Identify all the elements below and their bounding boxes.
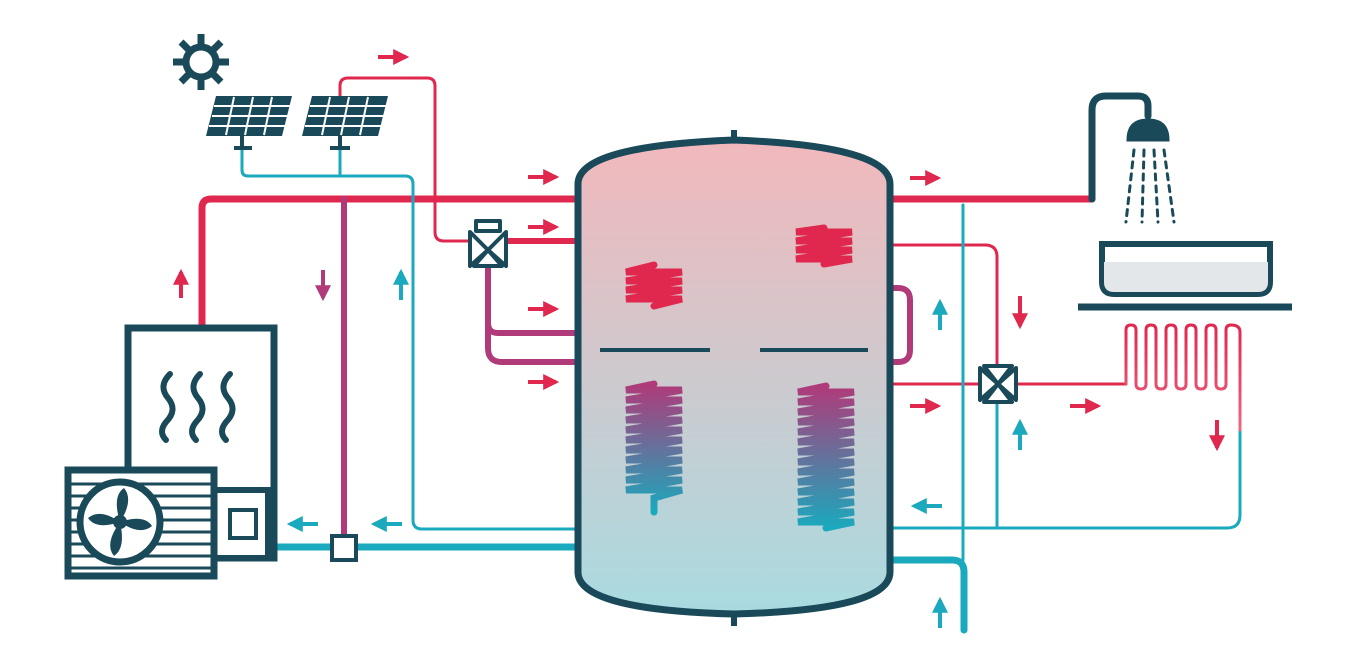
tank-return-thin [864, 428, 1242, 530]
junction-box-icon [330, 534, 358, 562]
coils [625, 224, 855, 532]
underfloor-heating-coil-icon [1124, 323, 1242, 432]
heat-pump-flow-pipe [198, 195, 582, 328]
shower-icon [1088, 92, 1176, 224]
solar-flow-pipe [338, 76, 472, 243]
three-way-valve-icon [468, 219, 508, 268]
upper-right-coil [795, 224, 853, 268]
mixing-valve-icon [978, 364, 1018, 404]
buffer-tank-icon [574, 130, 894, 626]
lower-right-coil [797, 382, 855, 532]
flow-arrows [173, 49, 1225, 628]
solar-return-pipe [240, 146, 652, 531]
upper-left-coil [625, 261, 683, 310]
mixing-valve-hot-line [864, 243, 999, 372]
solar-panel-icon [206, 96, 388, 150]
floor-feed [1014, 338, 1128, 386]
sun-icon [173, 34, 229, 90]
bathtub-icon [1078, 241, 1292, 311]
heat-pump-outdoor-unit-icon [64, 466, 271, 580]
lower-left-coil [625, 380, 683, 516]
